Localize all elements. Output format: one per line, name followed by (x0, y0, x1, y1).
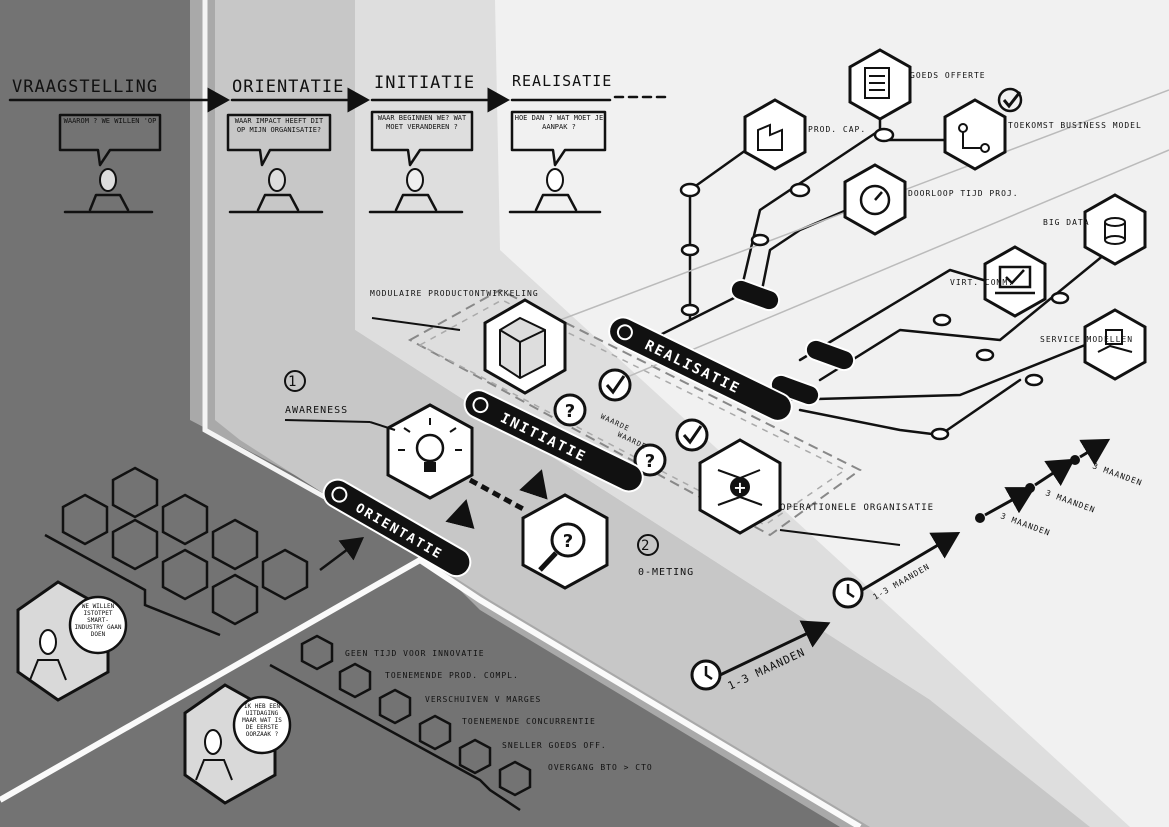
step-label-0-meting: 0-METING (638, 567, 694, 578)
project-label-5: BIG DATA (1043, 218, 1090, 227)
speech-bubble-4: HOE DAN ? WAT MOET JE AANPAK ? (510, 110, 607, 167)
person-box-1: WE WILLEN ISTOTPET SMART- INDUSTRY GAAN … (16, 580, 128, 702)
lightbulb-icon (386, 403, 474, 500)
issue-6: OVERGANG BTO > CTO (548, 763, 653, 772)
project-label-2: PROD. CAP. (808, 125, 866, 134)
project-label-1: GOEDS OFFERTE (910, 71, 986, 80)
label-operationele: OPERATIONELE ORGANISATIE (780, 503, 934, 513)
timeline-label-vraagstelling: VRAAGSTELLING (12, 77, 158, 97)
svg-text:?: ? (645, 451, 655, 472)
factory-icon (743, 98, 807, 171)
database-icon (1083, 193, 1147, 266)
issue-3: VERSCHUIVEN V MARGES (425, 695, 541, 704)
question-icon-1: ? (553, 393, 587, 427)
timeline-label-orientatie: ORIENTATIE (232, 77, 344, 97)
document-icon (848, 48, 912, 121)
edge-line (202, 0, 332, 503)
step-number-1: 1 (288, 374, 297, 390)
step-label-awareness: AWARENESS (285, 405, 348, 416)
issue-5: SNELLER GOEDS OFF. (502, 741, 607, 750)
issue-list: GEEN TIJD VOOR INNOVATIE TOENEMENDE PROD… (269, 634, 653, 812)
label-modulaire: MODULAIRE PRODUCTONTWIKKELING (370, 289, 539, 298)
project-hexes: GOEDS OFFERTE PROD. CAP. TOEKOMST BUSINE… (743, 48, 1147, 381)
bubble-text-2: IK HEB EEN UITDAGING MAAR WAT IS DE EERS… (242, 703, 282, 738)
timeline-label-realisatie: REALISATIE (512, 72, 612, 90)
check-icon-2 (675, 418, 709, 452)
band-paper (495, 0, 1169, 827)
speech-bubble-2: WAAR IMPACT HEEFT DIT OP MIJN ORGANISATI… (226, 113, 332, 167)
monitor-icon (983, 245, 1047, 318)
svg-text:+: + (733, 478, 746, 497)
clock-icon-2 (832, 577, 864, 609)
issue-4: TOENEMENDE CONCURRENTIE (462, 717, 596, 726)
project-label-6: VIRT. COMM. (950, 278, 1014, 287)
clock-icon-1 (690, 659, 722, 691)
question-text-2: WAAR IMPACT HEEFT DIT OP MIJN ORGANISATI… (234, 117, 324, 134)
stopwatch-icon (843, 163, 907, 236)
module-cube-icon (483, 298, 567, 395)
issue-1: GEEN TIJD VOOR INNOVATIE (345, 649, 485, 658)
project-label-7: SERVICE MODELLEN (1040, 335, 1133, 344)
person-icon-2 (228, 168, 324, 214)
band-light (215, 0, 1169, 827)
workflow-icon (943, 87, 1023, 171)
question-icon-2: ? (633, 443, 667, 477)
bubble-text-1: WE WILLEN ISTOTPET SMART- INDUSTRY GAAN … (74, 603, 122, 638)
project-label-4: DOORLOOP TIJD PROJ. (908, 189, 1019, 198)
project-label-3: TOEKOMST BUSINESS MODEL (1008, 121, 1142, 130)
person-icon-1 (63, 168, 154, 214)
speech-bubble-3: WAAR BEGINNEN WE? WAT MOET VERANDEREN ? (370, 110, 474, 167)
step-number-2: 2 (641, 538, 650, 554)
question-text-4: HOE DAN ? WAT MOET JE AANPAK ? (514, 114, 604, 131)
person-box-2: IK HEB EEN UITDAGING MAAR WAT IS DE EERS… (183, 683, 292, 805)
issue-2: TOENEMENDE PROD. COMPL. (385, 671, 519, 680)
svg-text:?: ? (565, 401, 575, 422)
question-text-3: WAAR BEGINNEN WE? WAT MOET VERANDEREN ? (377, 114, 467, 131)
road-line (0, 556, 862, 827)
timeline: VRAAGSTELLING ORIENTATIE INITIATIE REALI… (8, 72, 667, 214)
hex-grid (61, 466, 309, 626)
timeline-label-initiatie: INITIATIE (374, 73, 475, 93)
network-plus-icon: + (698, 438, 782, 535)
check-icon-1 (598, 368, 632, 402)
svg-text:?: ? (563, 531, 573, 552)
speech-bubble-1: WAAROM ? WE WILLEN 'OP (58, 113, 162, 167)
magnifier-question-icon: ? (521, 493, 609, 590)
person-icon-4 (508, 168, 602, 214)
service-icon (1083, 308, 1147, 381)
person-icon-3 (368, 168, 464, 214)
question-text-1: WAAROM ? WE WILLEN 'OP (63, 117, 157, 125)
